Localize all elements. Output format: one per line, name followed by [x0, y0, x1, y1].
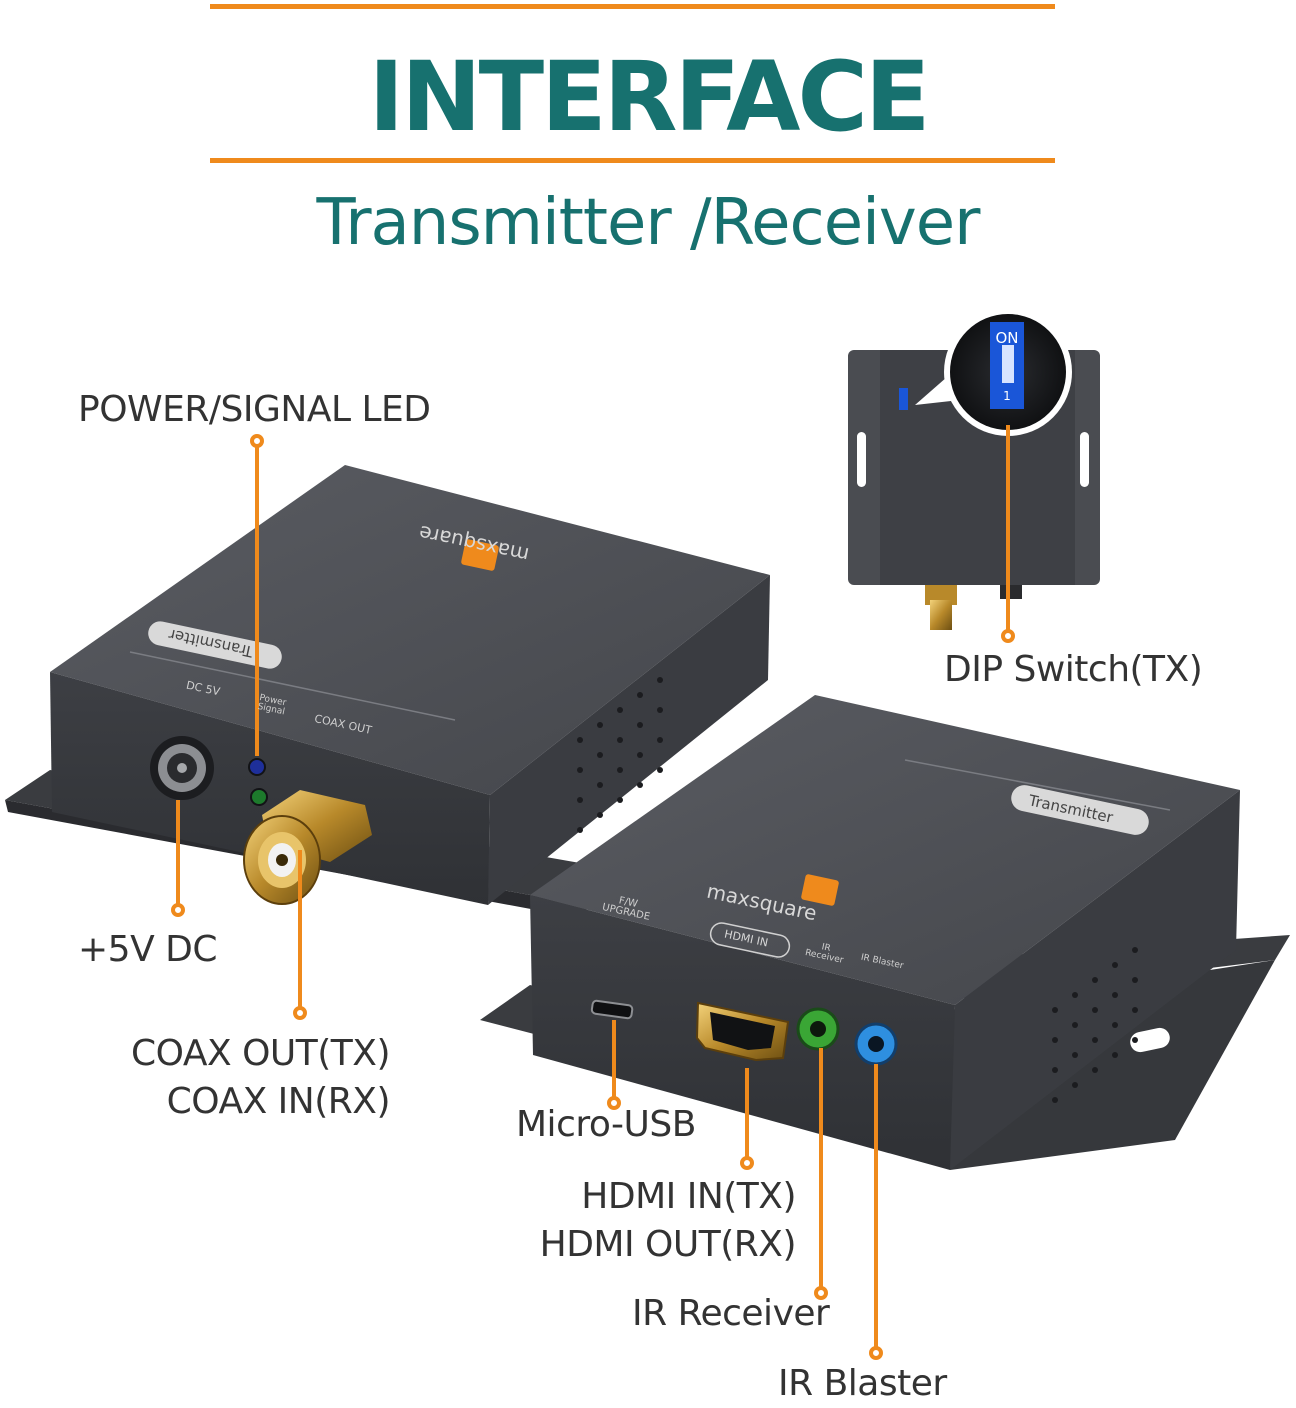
- receiver-unit: [480, 695, 1290, 1170]
- dip-switch-inset: [848, 308, 1100, 630]
- callout-ir-blaster: IR Blaster: [778, 1363, 947, 1404]
- callout-leaders: [171, 425, 1015, 1360]
- dip-on-mark: ON: [995, 329, 1019, 347]
- dip-position-mark: 1: [1003, 389, 1011, 403]
- callout-coax-out: COAX OUT(TX): [131, 1033, 391, 1074]
- top-rule: [210, 4, 1055, 9]
- callout-micro-usb: Micro-USB: [516, 1104, 696, 1145]
- callout-ir-receiver: IR Receiver: [632, 1293, 830, 1334]
- callout-dip-switch: DIP Switch(TX): [944, 649, 1203, 690]
- middle-rule: [210, 158, 1055, 163]
- page-subtitle: Transmitter /Receiver: [316, 186, 981, 260]
- callout-power-signal-led: POWER/SIGNAL LED: [78, 389, 431, 430]
- page-title: INTERFACE: [368, 41, 931, 153]
- callout-dc-power: +5V DC: [78, 929, 218, 970]
- callout-hdmi-in: HDMI IN(TX): [581, 1176, 796, 1217]
- callout-coax-in: COAX IN(RX): [166, 1081, 391, 1122]
- callout-hdmi-out: HDMI OUT(RX): [539, 1224, 797, 1265]
- transmitter-unit: [5, 465, 770, 920]
